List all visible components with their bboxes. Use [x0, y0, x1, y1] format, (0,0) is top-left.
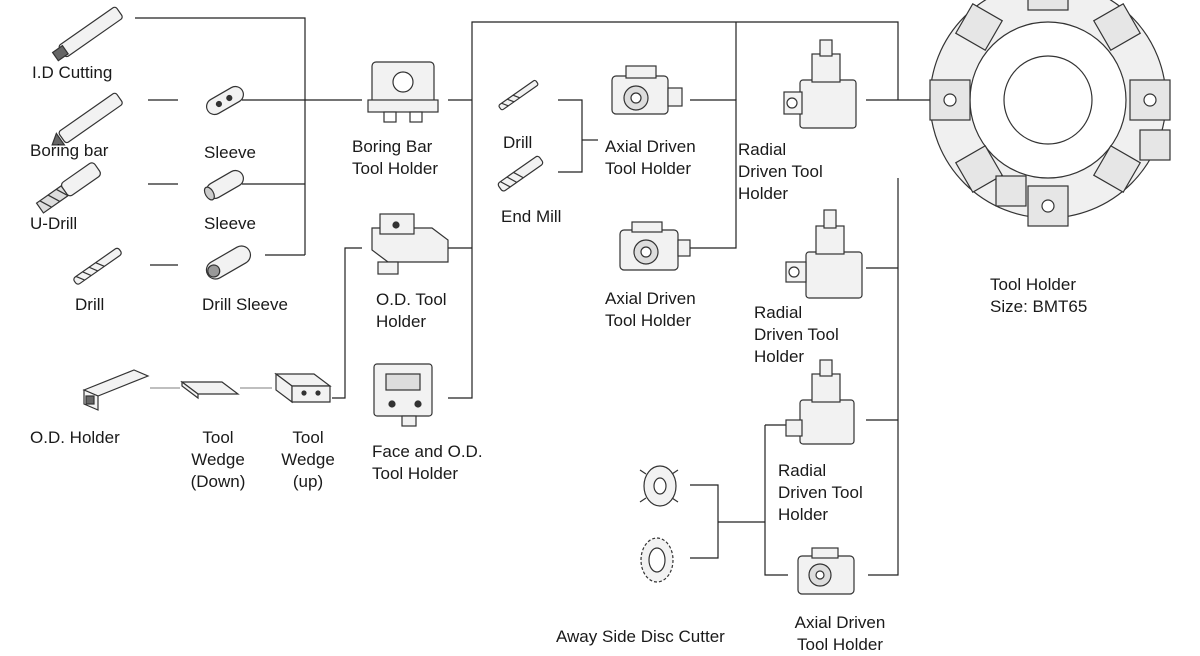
face-od-holder-icon: [373, 363, 433, 427]
axial-driven-3-label: Axial Driven Tool Holder: [794, 613, 886, 654]
radial-driven-holder-icon: [785, 359, 855, 445]
radial-driven-1-label: Radial Driven Tool Holder: [738, 140, 823, 203]
connector-lines: [135, 17, 930, 576]
end-mill-label: End Mill: [501, 207, 562, 226]
drill-sleeve-label: Drill Sleeve: [202, 295, 288, 314]
u-drill-label: U-Drill: [30, 214, 78, 233]
drill-bit-icon: [73, 247, 122, 285]
radial-driven-holder-icon: [785, 209, 863, 299]
od-holder-label: O.D. Holder: [30, 428, 120, 447]
id-cutting-label: I.D Cutting: [32, 63, 113, 82]
od-holder-icon: [82, 369, 150, 411]
turret-label: Tool Holder Size: BMT65: [990, 275, 1088, 316]
boring-bar-label: Boring bar: [30, 141, 109, 160]
drill-sleeve-icon: [205, 245, 252, 280]
axial-driven-1-label: Axial Driven Tool Holder: [605, 137, 696, 178]
axial-driven-holder-icon: [611, 65, 683, 115]
radial-driven-holder-icon: [783, 39, 857, 129]
axial-driven-holder-icon: [619, 221, 691, 271]
tool-wedge-icon: [274, 372, 332, 404]
axial-driven-2-label: Axial Driven Tool Holder: [605, 289, 696, 330]
drill-mid-label: Drill: [503, 133, 533, 152]
axial-driven-holder-icon: [797, 547, 855, 595]
sleeve-1-label: Sleeve: [204, 143, 256, 162]
tool-wedge-down-label: Tool Wedge (Down): [190, 428, 246, 491]
boring-bar-tool-holder-label: Boring Bar Tool Holder: [352, 137, 438, 178]
radial-driven-3-label: Radial Driven Tool Holder: [778, 461, 863, 524]
disc-cutter-icon: [640, 537, 674, 583]
u-drill-icon: [35, 162, 101, 214]
tool-wedge-up-label: Tool Wedge (up): [281, 428, 335, 491]
end-mill-icon: [497, 155, 544, 192]
tool-wedge-icon: [180, 380, 240, 400]
sleeve-icon: [203, 169, 244, 201]
away-side-disc-cutter-label: Away Side Disc Cutter: [556, 627, 725, 646]
turret-icon: [929, 0, 1171, 227]
radial-driven-2-label: Radial Driven Tool Holder: [754, 303, 839, 366]
drill-bit-icon: [498, 79, 539, 111]
boring-bar-icon: [51, 92, 123, 146]
id-cutting-bar-icon: [51, 6, 123, 62]
drill-left-label: Drill: [75, 295, 105, 314]
face-od-tool-holder-label: Face and O.D. Tool Holder: [372, 442, 483, 483]
od-tool-holder-label: O.D. Tool Holder: [376, 290, 447, 331]
boring-bar-holder-icon: [367, 61, 439, 123]
od-tool-holder-icon: [371, 213, 449, 275]
disc-cutter-icon: [639, 465, 679, 507]
sleeve-icon: [205, 85, 244, 116]
sleeve-2-label: Sleeve: [204, 214, 256, 233]
